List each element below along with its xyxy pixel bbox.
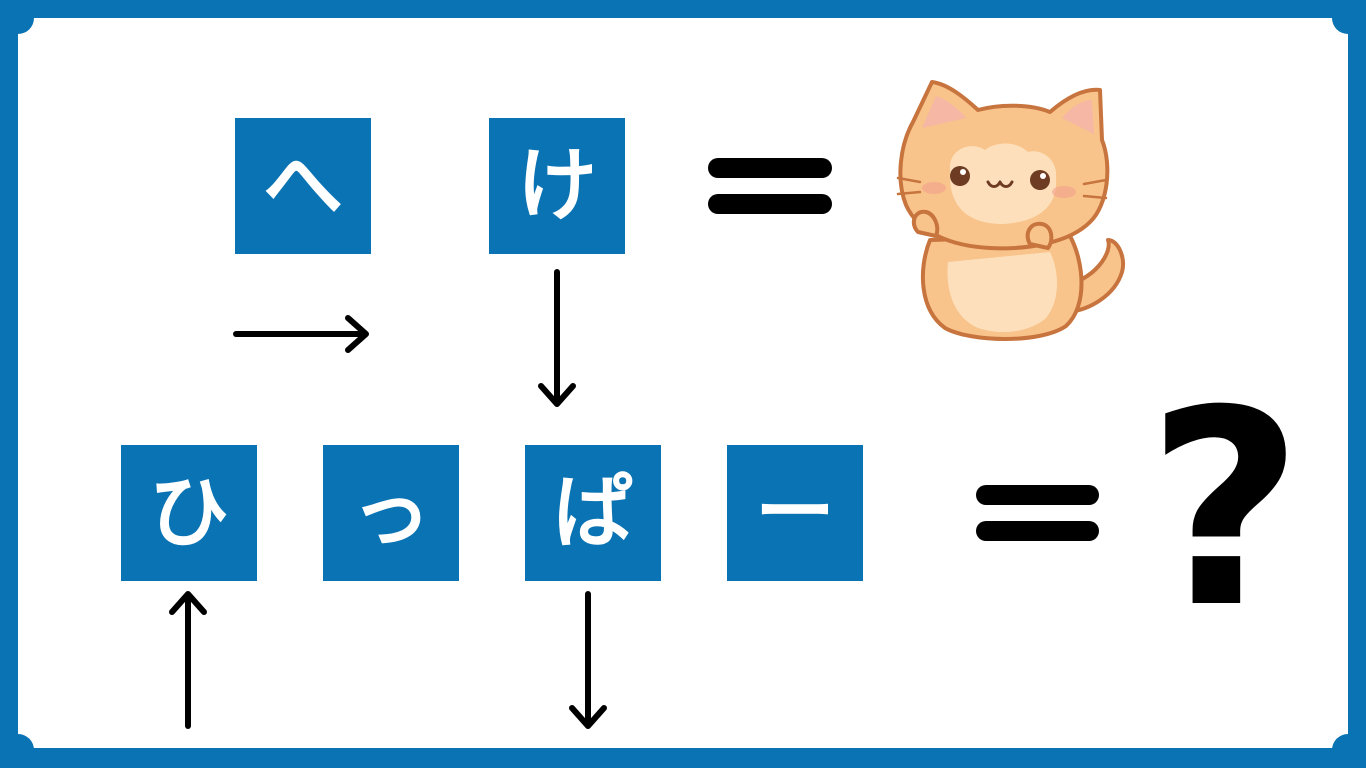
example-tile-he: へ	[235, 118, 371, 254]
example-tile-ke: け	[489, 118, 625, 254]
frame-corner	[2, 734, 34, 766]
frame-corner	[2, 2, 34, 34]
frame-corner	[1332, 734, 1364, 766]
question-tile-small-tsu: っ	[323, 445, 459, 581]
question-tile-hi: ひ	[121, 445, 257, 581]
question-tile-pa: ぱ	[525, 445, 661, 581]
answer-question-mark: ?	[1146, 352, 1304, 667]
question-tile-long-vowel: ー	[727, 445, 863, 581]
frame-corner	[1332, 2, 1364, 34]
